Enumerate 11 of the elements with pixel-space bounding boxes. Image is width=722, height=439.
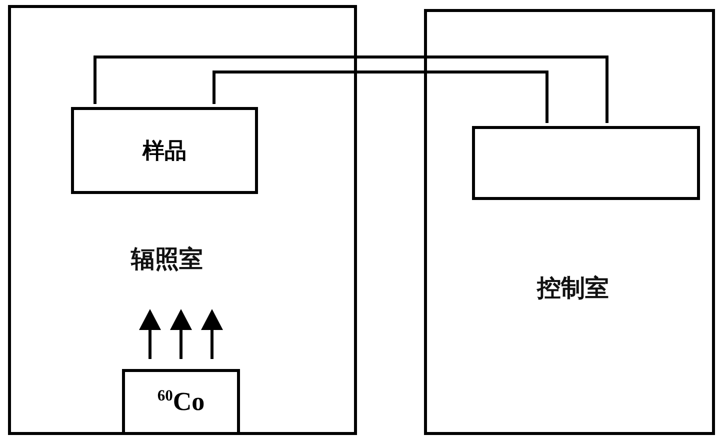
box-label: 样品: [142, 138, 186, 166]
room-label: 辐照室: [131, 244, 203, 275]
box: [71, 107, 258, 194]
box: [122, 369, 240, 435]
wire: [94, 56, 608, 123]
room-box: [424, 9, 715, 435]
box-label: $^{60}$Co: [157, 387, 205, 417]
wire: [212, 70, 548, 123]
room-label: 控制室: [537, 273, 609, 304]
room-box: [8, 5, 357, 435]
empty-box: [472, 126, 700, 200]
